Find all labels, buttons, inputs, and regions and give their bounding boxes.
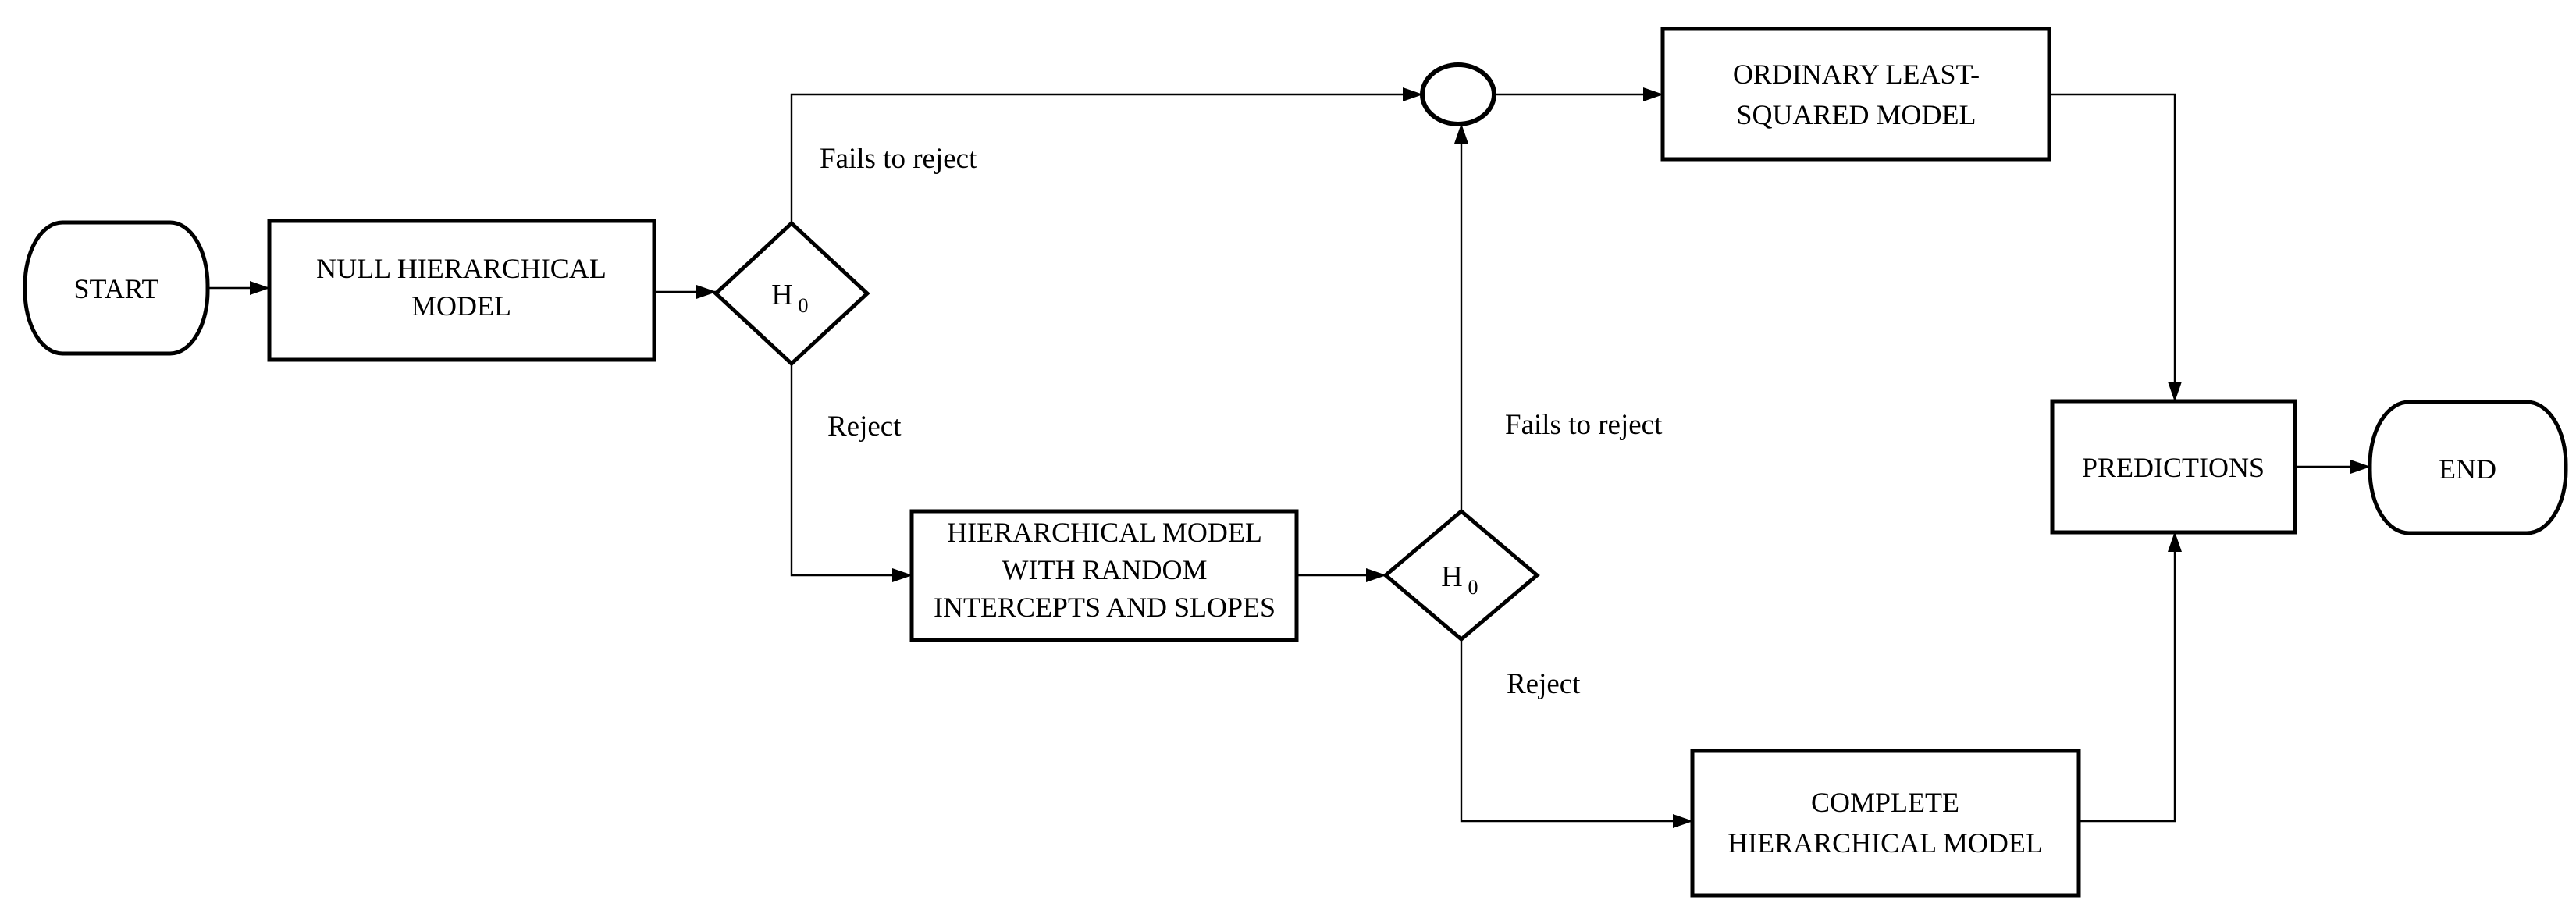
edge-label-reject-2: Reject bbox=[1507, 668, 1581, 700]
end-label: END bbox=[2439, 453, 2496, 485]
edge-label-reject-1: Reject bbox=[827, 411, 902, 443]
edge-label-fails-to-reject-2: Fails to reject bbox=[1505, 409, 1663, 441]
ordinary-least-squared-model-box bbox=[1660, 27, 2051, 162]
null-model-label-line1: NULL HIERARCHICAL bbox=[316, 253, 607, 284]
edge-ols-to-predictions bbox=[2049, 93, 2182, 402]
start-label: START bbox=[74, 273, 159, 304]
complete-model-label-line2: HIERARCHICAL MODEL bbox=[1727, 827, 2043, 859]
predictions-label: PREDICTIONS bbox=[2082, 452, 2265, 483]
null-hierarchical-model-box bbox=[267, 219, 656, 362]
decision2-label: H bbox=[1441, 560, 1462, 593]
ols-label-line1: ORDINARY LEAST- bbox=[1733, 59, 1980, 90]
decision1-label-subscript: 0 bbox=[799, 294, 809, 317]
junction-circle bbox=[1420, 62, 1496, 126]
predictions-box bbox=[2050, 399, 2297, 535]
complete-hierarchical-model-box bbox=[1690, 749, 2081, 898]
hierarchical-random-label-line3: INTERCEPTS AND SLOPES bbox=[934, 592, 1276, 623]
edge-label-fails-to-reject-1: Fails to reject bbox=[820, 143, 977, 175]
decision1-label: H bbox=[771, 279, 792, 311]
null-model-label-line2: MODEL bbox=[411, 290, 511, 322]
edge-decision1-fails-to-junction bbox=[790, 87, 1423, 223]
edge-decision1-reject-to-hierarchical bbox=[790, 364, 913, 582]
ols-label-line2: SQUARED MODEL bbox=[1736, 99, 1976, 130]
hierarchical-random-label-line1: HIERARCHICAL MODEL bbox=[947, 517, 1262, 548]
decision2-label-subscript: 0 bbox=[1468, 576, 1478, 599]
edge-decision2-reject-to-complete bbox=[1460, 639, 1693, 828]
complete-model-label-line1: COMPLETE bbox=[1811, 787, 1959, 818]
edge-complete-to-predictions bbox=[2079, 532, 2182, 823]
decision2-diamond bbox=[1382, 508, 1540, 642]
hierarchical-random-label-line2: WITH RANDOM bbox=[1002, 554, 1208, 585]
decision1-diamond bbox=[713, 220, 870, 367]
